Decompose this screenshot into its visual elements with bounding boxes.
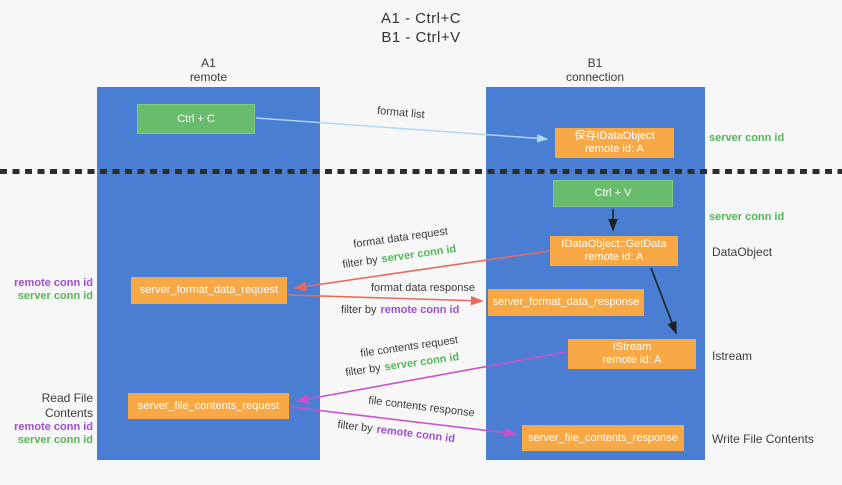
node-getdata-line2: remote id: A xyxy=(584,251,644,263)
node-istream-line2: remote id: A xyxy=(602,354,662,366)
node-istream-line1: IStream xyxy=(612,341,652,353)
left-server-conn-id-top: server conn id xyxy=(17,290,93,302)
title-line-1: A1 - Ctrl+C xyxy=(380,10,462,27)
left-server-conn-id-bottom: server conn id xyxy=(17,434,93,446)
node-ctrl-c-label: Ctrl + C xyxy=(177,112,215,125)
node-server-format-data-request: server_format_data_request xyxy=(131,277,287,304)
left-label-conn-ids-top: remote conn id server conn id xyxy=(0,277,93,303)
right-label-server-conn-id-mid: server conn id xyxy=(709,211,785,223)
node-server-file-contents-request: server_file_contents_request xyxy=(128,393,289,419)
lane-a1-role: remote xyxy=(189,70,228,84)
right-label-server-conn-id-top: server conn id xyxy=(709,132,785,144)
lane-b1-name: B1 xyxy=(587,56,603,70)
node-format-response-label: server_format_data_response xyxy=(492,296,640,308)
lane-header-b1: B1 connection xyxy=(485,56,705,84)
lane-header-a1: A1 remote xyxy=(97,56,320,84)
filter-prefix: filter by xyxy=(336,418,374,436)
right-label-istream: Istream xyxy=(712,349,753,363)
node-file-request-label: server_file_contents_request xyxy=(137,399,280,412)
filter-prefix: filter by xyxy=(344,362,382,379)
node-ctrl-v-label: Ctrl + V xyxy=(594,187,632,199)
node-server-file-contents-response: server_file_contents_response xyxy=(522,425,684,451)
node-ctrl-v: Ctrl + V xyxy=(553,180,673,207)
filter-key-remote-conn-id: remote conn id xyxy=(375,423,456,446)
dotted-divider xyxy=(0,169,842,174)
node-istream: IStream remote id: A xyxy=(568,339,696,369)
right-label-dataobject: DataObject xyxy=(712,245,773,259)
node-getdata-line1: IDataObject::GetData xyxy=(561,238,667,250)
left-remote-conn-id-bottom: remote conn id xyxy=(14,421,93,433)
filter-prefix: filter by xyxy=(341,254,379,271)
diagram-title: A1 - Ctrl+C B1 - Ctrl+V xyxy=(0,9,842,47)
filter-key-server-conn-id: server conn id xyxy=(380,243,457,266)
node-save-idataobject: 保存IDataObject remote id: A xyxy=(555,128,674,158)
left-read-file-contents: Read File Contents xyxy=(41,391,93,420)
right-label-write-file-contents: Write File Contents xyxy=(712,432,814,446)
edge-label-file-contents-response: file contents response xyxy=(367,394,476,420)
node-save-idataobject-line2: remote id: A xyxy=(585,143,644,155)
left-remote-conn-id-top: remote conn id xyxy=(14,277,93,289)
lane-b1-role: connection xyxy=(565,70,625,84)
node-idataobject-getdata: IDataObject::GetData remote id: A xyxy=(550,236,678,266)
filter-prefix: filter by xyxy=(341,304,377,316)
node-ctrl-c: Ctrl + C xyxy=(137,104,255,134)
title-line-2: B1 - Ctrl+V xyxy=(381,29,461,46)
edge-label-format-list: format list xyxy=(376,104,426,122)
filter-key-remote-conn-id: remote conn id xyxy=(380,304,460,316)
node-format-request-label: server_format_data_request xyxy=(139,284,279,296)
node-server-format-data-response: server_format_data_response xyxy=(488,289,644,316)
lane-a1-name: A1 xyxy=(201,56,216,70)
edge-label-format-data-response: format data response xyxy=(371,282,475,294)
node-file-response-label: server_file_contents_response xyxy=(528,431,678,444)
left-label-read-file-block: Read File Contents remote conn id server… xyxy=(0,391,93,447)
node-save-idataobject-line1: 保存IDataObject xyxy=(574,130,655,142)
